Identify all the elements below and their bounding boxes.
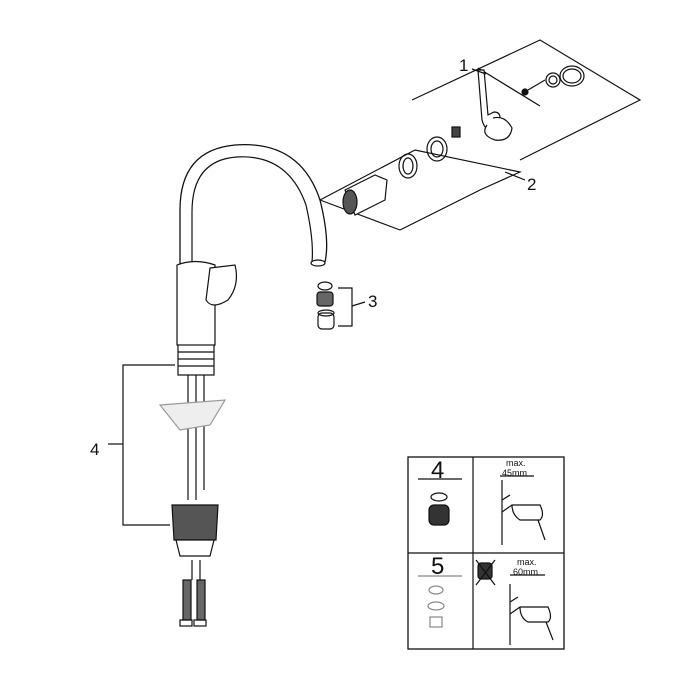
inset-4-max: max. [506,458,526,468]
inset-4-dimension: 45mm [502,468,527,478]
cartridge-assembly [319,136,522,231]
inset-5-number: 5 [431,553,444,580]
inset-5-max: max. [517,557,537,567]
faucet-body [158,143,328,627]
callout-2: 2 [527,175,536,194]
aerator-parts [316,281,366,330]
callout-3: 3 [368,292,377,311]
inset-4-number: 4 [431,457,444,484]
callout-4: 4 [90,440,99,459]
handle-assembly [411,39,642,161]
installation-inset [407,456,565,650]
inset-5-dimension: 60mm [513,567,538,577]
callout-4-bracket [122,364,175,526]
callout-1: 1 [459,56,468,75]
